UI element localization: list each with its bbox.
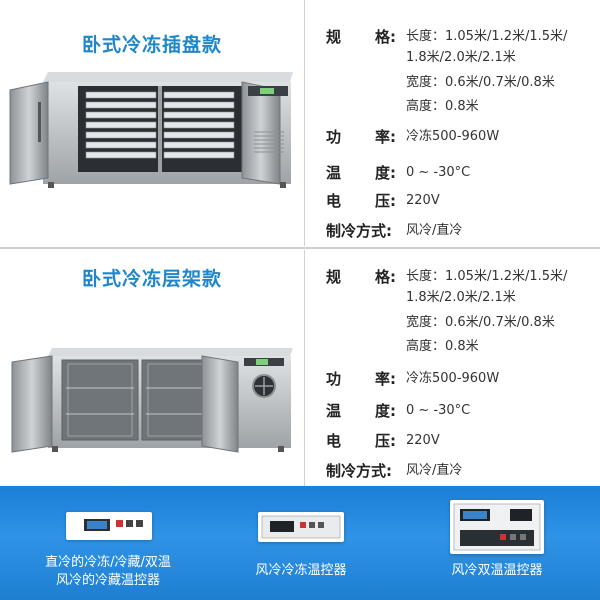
column-divider: [304, 0, 305, 246]
spec-cooling: 制冷方式: 风冷/直冷: [326, 220, 596, 241]
product-title: 卧式冷冻层架款: [81, 268, 222, 290]
spec-value-height: 高度：0.8米: [406, 339, 479, 354]
spec-label-cooling: 制冷方式:: [326, 222, 392, 240]
spec-value-voltage: 220V: [406, 193, 440, 208]
controller-caption-3: 风冷双温温控器: [451, 563, 543, 578]
spec-power: 功率: 冷冻500-960W: [326, 126, 596, 147]
spec-label-temperature: 温度:: [326, 402, 396, 420]
product-panel-shelf: 卧式冷冻层架款 规格: 长度：1.05米/1.2米/1.5米/ 1.8米/2.0…: [0, 250, 600, 486]
spec-voltage: 电压: 220V: [326, 430, 596, 451]
spec-label-size: 规格:: [326, 28, 396, 46]
column-divider: [304, 250, 305, 486]
spec-label-power: 功率:: [326, 128, 396, 146]
spec-temperature: 温度: 0 ~ -30°C: [326, 162, 596, 183]
spec-size-height: 高度：0.8米: [326, 336, 596, 357]
spec-label-power: 功率:: [326, 370, 396, 388]
controller-caption-1: 直冷的冷冻/冷藏/双温 风冷的冷藏温控器: [45, 555, 171, 588]
controller-caption-2: 风冷冷冻温控器: [255, 563, 347, 578]
spec-value-cooling: 风冷/直冷: [406, 223, 463, 238]
spec-label-temperature: 温度:: [326, 164, 396, 182]
spec-value-power: 冷冻500-960W: [406, 371, 500, 386]
product-title: 卧式冷冻插盘款: [81, 34, 222, 56]
spec-value-length: 长度：1.05米/1.2米/1.5米/ 1.8米/2.0米/2.1米: [406, 269, 568, 305]
spec-temperature: 温度: 0 ~ -30°C: [326, 400, 596, 421]
spec-label-voltage: 电压:: [326, 432, 396, 450]
spec-value-height: 高度：0.8米: [406, 99, 479, 114]
fridge-insert-tray-image: [9, 72, 293, 188]
spec-cooling: 制冷方式: 风冷/直冷: [326, 460, 596, 481]
spec-voltage: 电压: 220V: [326, 190, 596, 211]
spec-size-length: 规格: 长度：1.05米/1.2米/1.5米/ 1.8米/2.0米/2.1米: [326, 26, 596, 68]
spec-value-width: 宽度：0.6米/0.7米/0.8米: [406, 75, 555, 90]
spec-size-height: 高度：0.8米: [326, 96, 596, 117]
spec-value-length: 长度：1.05米/1.2米/1.5米/ 1.8米/2.0米/2.1米: [406, 29, 568, 65]
controller-image-2: [258, 512, 344, 542]
spec-label-voltage: 电压:: [326, 192, 396, 210]
spec-label-size: 规格:: [326, 268, 396, 286]
spec-size-length: 规格: 长度：1.05米/1.2米/1.5米/ 1.8米/2.0米/2.1米: [326, 266, 596, 308]
spec-size-width: 宽度：0.6米/0.7米/0.8米: [326, 312, 596, 333]
spec-value-width: 宽度：0.6米/0.7米/0.8米: [406, 315, 555, 330]
product-panel-insert-tray: 卧式冷冻插盘款: [0, 0, 600, 246]
spec-value-temperature: 0 ~ -30°C: [406, 403, 471, 418]
controller-image-1: [66, 512, 152, 540]
spec-value-power: 冷冻500-960W: [406, 129, 500, 144]
spec-value-temperature: 0 ~ -30°C: [406, 165, 471, 180]
spec-value-cooling: 风冷/直冷: [406, 463, 463, 478]
controller-image-3: [450, 500, 544, 554]
fridge-shelf-image: [11, 348, 293, 453]
section-divider: [0, 247, 600, 249]
spec-size-width: 宽度：0.6米/0.7米/0.8米: [326, 72, 596, 93]
controller-banner: 直冷的冷冻/冷藏/双温 风冷的冷藏温控器 风冷冷冻温控器 风冷双温温控器: [0, 486, 600, 600]
spec-value-voltage: 220V: [406, 433, 440, 448]
spec-power: 功率: 冷冻500-960W: [326, 368, 596, 389]
spec-label-cooling: 制冷方式:: [326, 462, 392, 480]
